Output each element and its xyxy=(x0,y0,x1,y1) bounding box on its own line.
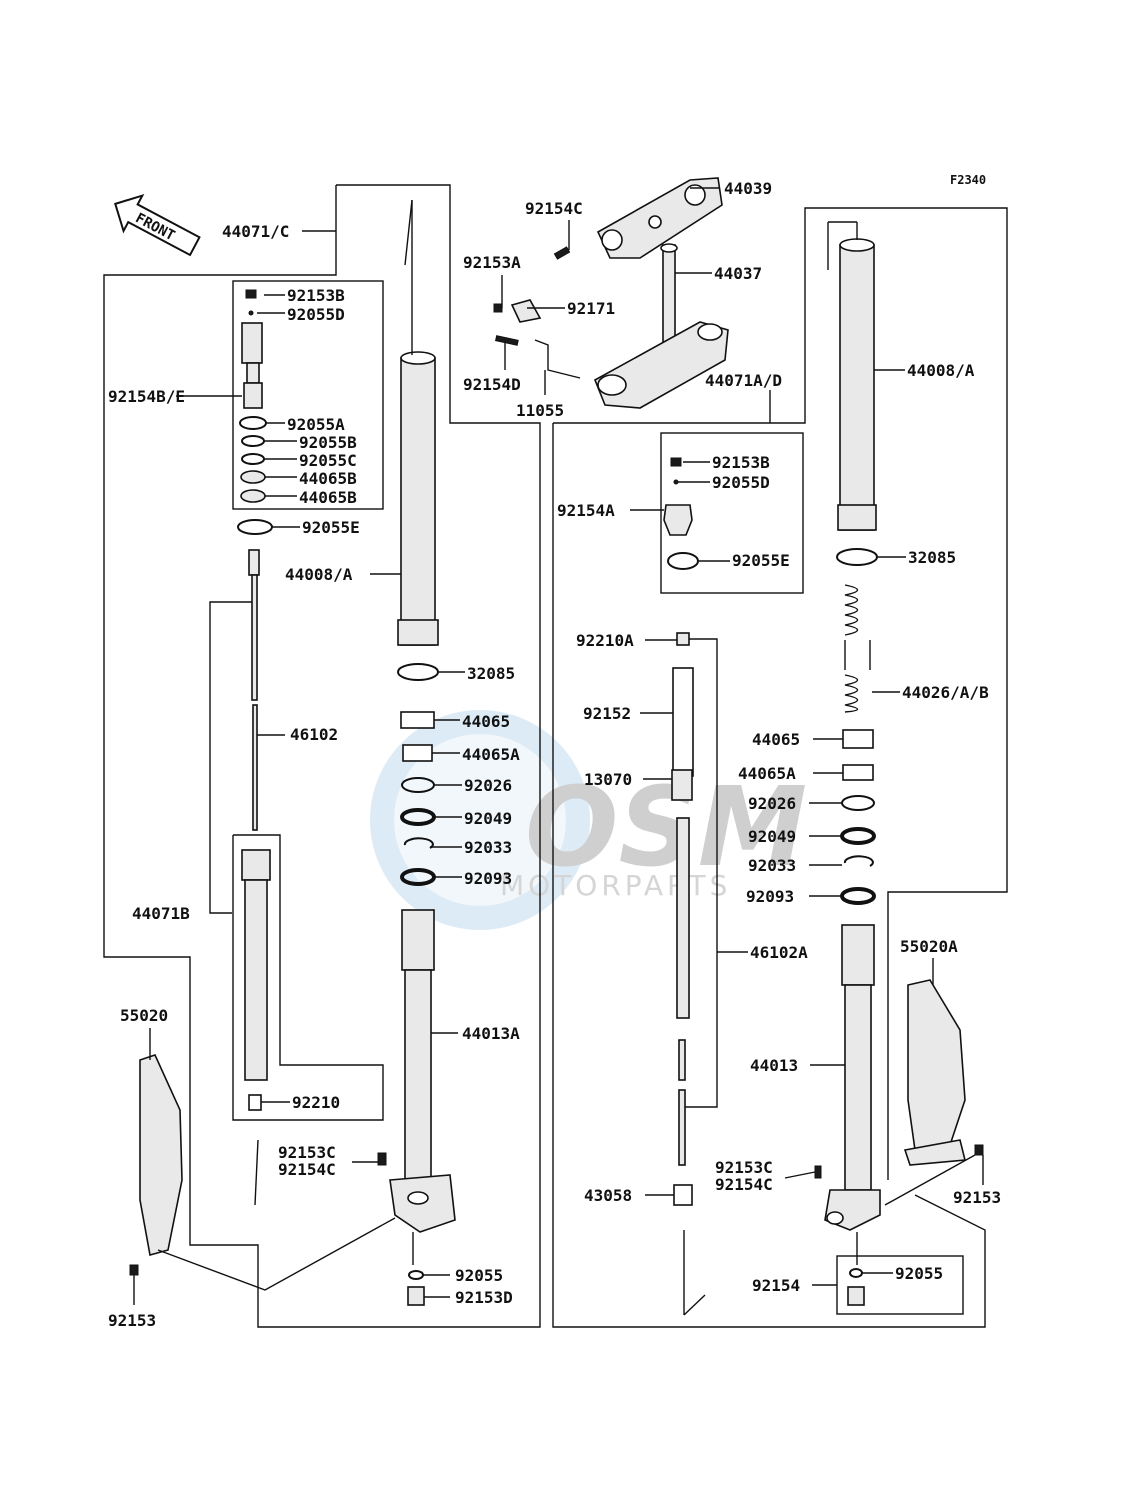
watermark-subtitle: MOTORPARTS xyxy=(500,869,731,902)
right-inner-tube xyxy=(814,924,881,1231)
label-92153B-right: 92153B xyxy=(712,453,770,472)
label-92171: 92171 xyxy=(567,299,615,318)
label-92154C-top: 92154C xyxy=(525,199,583,218)
label-44065B-1: 44065B xyxy=(299,469,357,488)
label-92153-right: 92153 xyxy=(953,1188,1001,1207)
label-92153C-right: 92153C xyxy=(715,1158,773,1177)
label-13070: 13070 xyxy=(584,770,632,789)
right-leader-lines xyxy=(501,187,984,1286)
right-spring-44026 xyxy=(844,584,871,713)
left-washer-92055 xyxy=(408,1270,424,1280)
label-92055B: 92055B xyxy=(299,433,357,452)
label-92026-left: 92026 xyxy=(464,776,512,795)
label-44013A: 44013A xyxy=(462,1024,520,1043)
label-92026-right: 92026 xyxy=(748,794,796,813)
label-44008A-left: 44008/A xyxy=(285,565,353,584)
label-44026AB: 44026/A/B xyxy=(902,683,989,702)
label-92153D: 92153D xyxy=(455,1288,513,1307)
label-92152: 92152 xyxy=(583,704,631,723)
label-92049-right: 92049 xyxy=(748,827,796,846)
left-damper-rod xyxy=(248,549,260,831)
label-11055: 11055 xyxy=(516,401,564,420)
label-92153A: 92153A xyxy=(463,253,521,272)
label-55020: 55020 xyxy=(120,1006,168,1025)
label-55020A: 55020A xyxy=(900,937,958,956)
label-92210: 92210 xyxy=(292,1093,340,1112)
label-92093-right: 92093 xyxy=(746,887,794,906)
label-92154: 92154 xyxy=(752,1276,800,1295)
label-44065-left: 44065 xyxy=(462,712,510,731)
bracket-92171 xyxy=(510,299,542,323)
label-92049-left: 92049 xyxy=(464,809,512,828)
watermark: OSM MOTORPARTS xyxy=(370,710,807,930)
label-92210A: 92210A xyxy=(576,631,634,650)
left-cartridge-44071B xyxy=(241,849,271,1111)
bolt-92153A xyxy=(493,303,503,313)
center-damper-rod xyxy=(671,632,706,1316)
label-32085-left: 32085 xyxy=(467,664,515,683)
left-inner-tube xyxy=(377,909,456,1233)
label-92033-right: 92033 xyxy=(748,856,796,875)
label-92055D-right: 92055D xyxy=(712,473,770,492)
label-44037: 44037 xyxy=(714,264,762,283)
label-32085-right: 32085 xyxy=(908,548,956,567)
top-triple-clamp xyxy=(596,177,723,259)
steering-stem xyxy=(660,243,678,361)
label-44071B: 44071B xyxy=(132,904,190,923)
bolt-92154D xyxy=(495,335,519,346)
label-92055E-right: 92055E xyxy=(732,551,790,570)
left-outer-tube xyxy=(397,199,439,646)
label-92055D-left: 92055D xyxy=(287,305,345,324)
label-44008A-right: 44008/A xyxy=(907,361,975,380)
left-cap-assembly xyxy=(237,289,273,535)
label-92153B-left: 92153B xyxy=(287,286,345,305)
right-fork-guard-55020A xyxy=(903,979,984,1166)
label-46102: 46102 xyxy=(290,725,338,744)
right-oring-32085 xyxy=(836,548,878,566)
right-seal-stack xyxy=(840,729,876,905)
label-92154A: 92154A xyxy=(557,501,615,520)
label-92055A: 92055A xyxy=(287,415,345,434)
label-92093-left: 92093 xyxy=(464,869,512,888)
right-outer-tube xyxy=(827,221,877,531)
left-leader-lines xyxy=(133,294,465,1305)
label-92154BE: 92154B/E xyxy=(108,387,185,406)
label-92154C-left: 92154C xyxy=(278,1160,336,1179)
label-92055C: 92055C xyxy=(299,451,357,470)
label-92154C-right: 92154C xyxy=(715,1175,773,1194)
label-92055-left: 92055 xyxy=(455,1266,503,1285)
right-cap-assembly xyxy=(663,457,699,570)
label-44013: 44013 xyxy=(750,1056,798,1075)
label-44065A-left: 44065A xyxy=(462,745,520,764)
figure-code: F2340 xyxy=(950,173,986,187)
bolt-92154C-top xyxy=(553,246,571,260)
left-fork-guard-55020 xyxy=(129,1054,183,1276)
front-arrow-icon: FRONT xyxy=(114,193,201,257)
label-44039: 44039 xyxy=(724,179,772,198)
label-92033-left: 92033 xyxy=(464,838,512,857)
label-44071C: 44071/C xyxy=(222,222,289,241)
label-46102A: 46102A xyxy=(750,943,808,962)
label-44065B-2: 44065B xyxy=(299,488,357,507)
right-washer-92055 xyxy=(849,1268,863,1278)
bottom-triple-clamp xyxy=(593,321,729,409)
label-92154D: 92154D xyxy=(463,375,521,394)
watermark-brand: OSM xyxy=(525,763,807,891)
label-92153-left: 92153 xyxy=(108,1311,156,1330)
label-92153C-left: 92153C xyxy=(278,1143,336,1162)
label-92055E-left: 92055E xyxy=(302,518,360,537)
label-43058: 43058 xyxy=(584,1186,632,1205)
left-drain-bolt-92153D xyxy=(407,1286,425,1306)
cable-guide-11055 xyxy=(534,339,581,379)
label-92055-right: 92055 xyxy=(895,1264,943,1283)
right-drain-bolt-92154 xyxy=(847,1286,865,1306)
label-44071AD: 44071A/D xyxy=(705,371,782,390)
label-44065A-right: 44065A xyxy=(738,764,796,783)
part-labels: 44071/C 44039 92154C 92153A 44037 92171 … xyxy=(108,179,1001,1330)
label-44065-right: 44065 xyxy=(752,730,800,749)
assembly-outlines xyxy=(103,184,1008,1328)
